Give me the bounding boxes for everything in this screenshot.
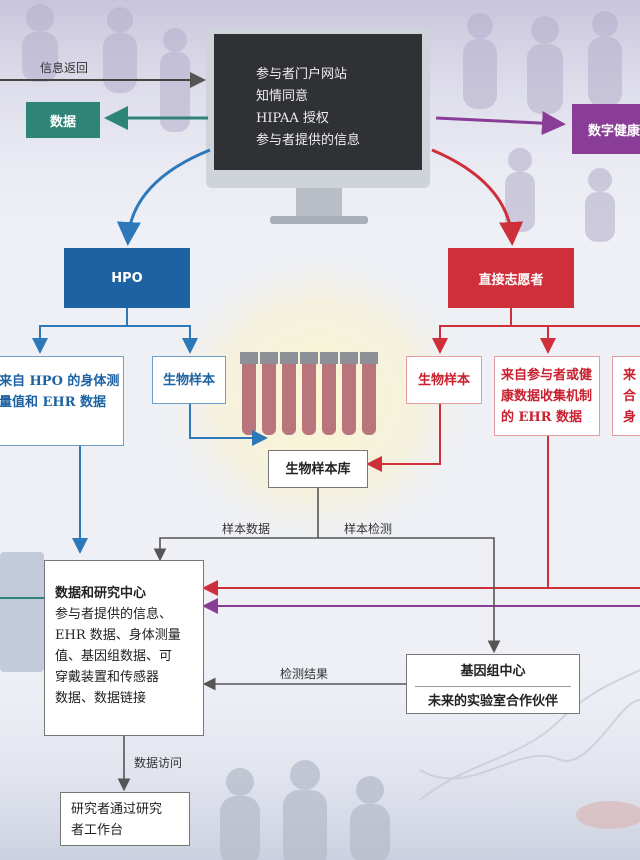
genome-center-title: 基因组中心 <box>460 664 526 679</box>
drc-line-1: 参与者提供的信息、 <box>55 607 173 622</box>
participant-ehr-line-1: 来自参与者或健 <box>501 368 593 383</box>
sample-test-label: 样本检测 <box>344 522 393 536</box>
drc-title: 数据和研究中心 <box>55 586 147 601</box>
portal-line-4: 参与者提供的信息 <box>256 133 361 148</box>
portal-line-3: HIPAA 授权 <box>256 111 329 126</box>
bio-sample-left-box: 生物样本 <box>152 356 226 404</box>
drc-line-5: 数据、数据链接 <box>55 691 147 706</box>
participant-ehr-line-3: 的 EHR 数据 <box>501 410 583 425</box>
hpo-box: HPO <box>64 248 190 308</box>
data-box: 数据 <box>26 102 100 138</box>
drc-line-2: EHR 数据、身体测量 <box>55 628 181 643</box>
right-partial-line-2: 合 <box>623 389 637 404</box>
test-results-label: 检测结果 <box>280 667 329 681</box>
right-partial-line-3: 身 <box>623 410 637 425</box>
drc-line-3: 值、基因组数据、可 <box>55 649 173 664</box>
right-partial-box: 来 合 身 <box>612 356 640 436</box>
drc-box: 数据和研究中心 参与者提供的信息、 EHR 数据、身体测量 值、基因组数据、可 … <box>44 560 204 736</box>
info-return-label: 信息返回 <box>40 61 89 75</box>
hpo-measure-line-2: 量值和 EHR 数据 <box>0 395 107 410</box>
genome-center-box: 基因组中心 未来的实验室合作伙伴 <box>406 654 580 714</box>
participant-ehr-line-2: 康数据收集机制 <box>501 389 593 404</box>
portal-line-2: 知情同意 <box>256 89 309 104</box>
portal-screen-text: 参与者门户网站 知情同意 HIPAA 授权 参与者提供的信息 <box>256 64 360 152</box>
sample-data-label: 样本数据 <box>222 522 271 536</box>
bio-sample-right-box: 生物样本 <box>406 356 482 404</box>
portal-line-1: 参与者门户网站 <box>256 67 348 82</box>
hpo-measure-box: 来自 HPO 的身体测 量值和 EHR 数据 <box>0 356 124 446</box>
researcher-box: 研究者通过研究 者工作台 <box>60 792 190 846</box>
researcher-line-2: 者工作台 <box>71 823 124 838</box>
direct-volunteer-box: 直接志愿者 <box>448 248 574 308</box>
hpo-measure-line-1: 来自 HPO 的身体测 <box>0 374 120 389</box>
right-partial-line-1: 来 <box>623 368 637 383</box>
data-access-label: 数据访问 <box>134 756 183 770</box>
biobank-box: 生物样本库 <box>268 450 368 488</box>
researcher-line-1: 研究者通过研究 <box>71 802 163 817</box>
genome-partner-label: 未来的实验室合作伙伴 <box>415 686 571 712</box>
participant-ehr-box: 来自参与者或健 康数据收集机制 的 EHR 数据 <box>494 356 600 436</box>
drc-line-4: 穿戴装置和传感器 <box>55 670 160 685</box>
digital-health-box: 数字健康 <box>572 104 640 154</box>
